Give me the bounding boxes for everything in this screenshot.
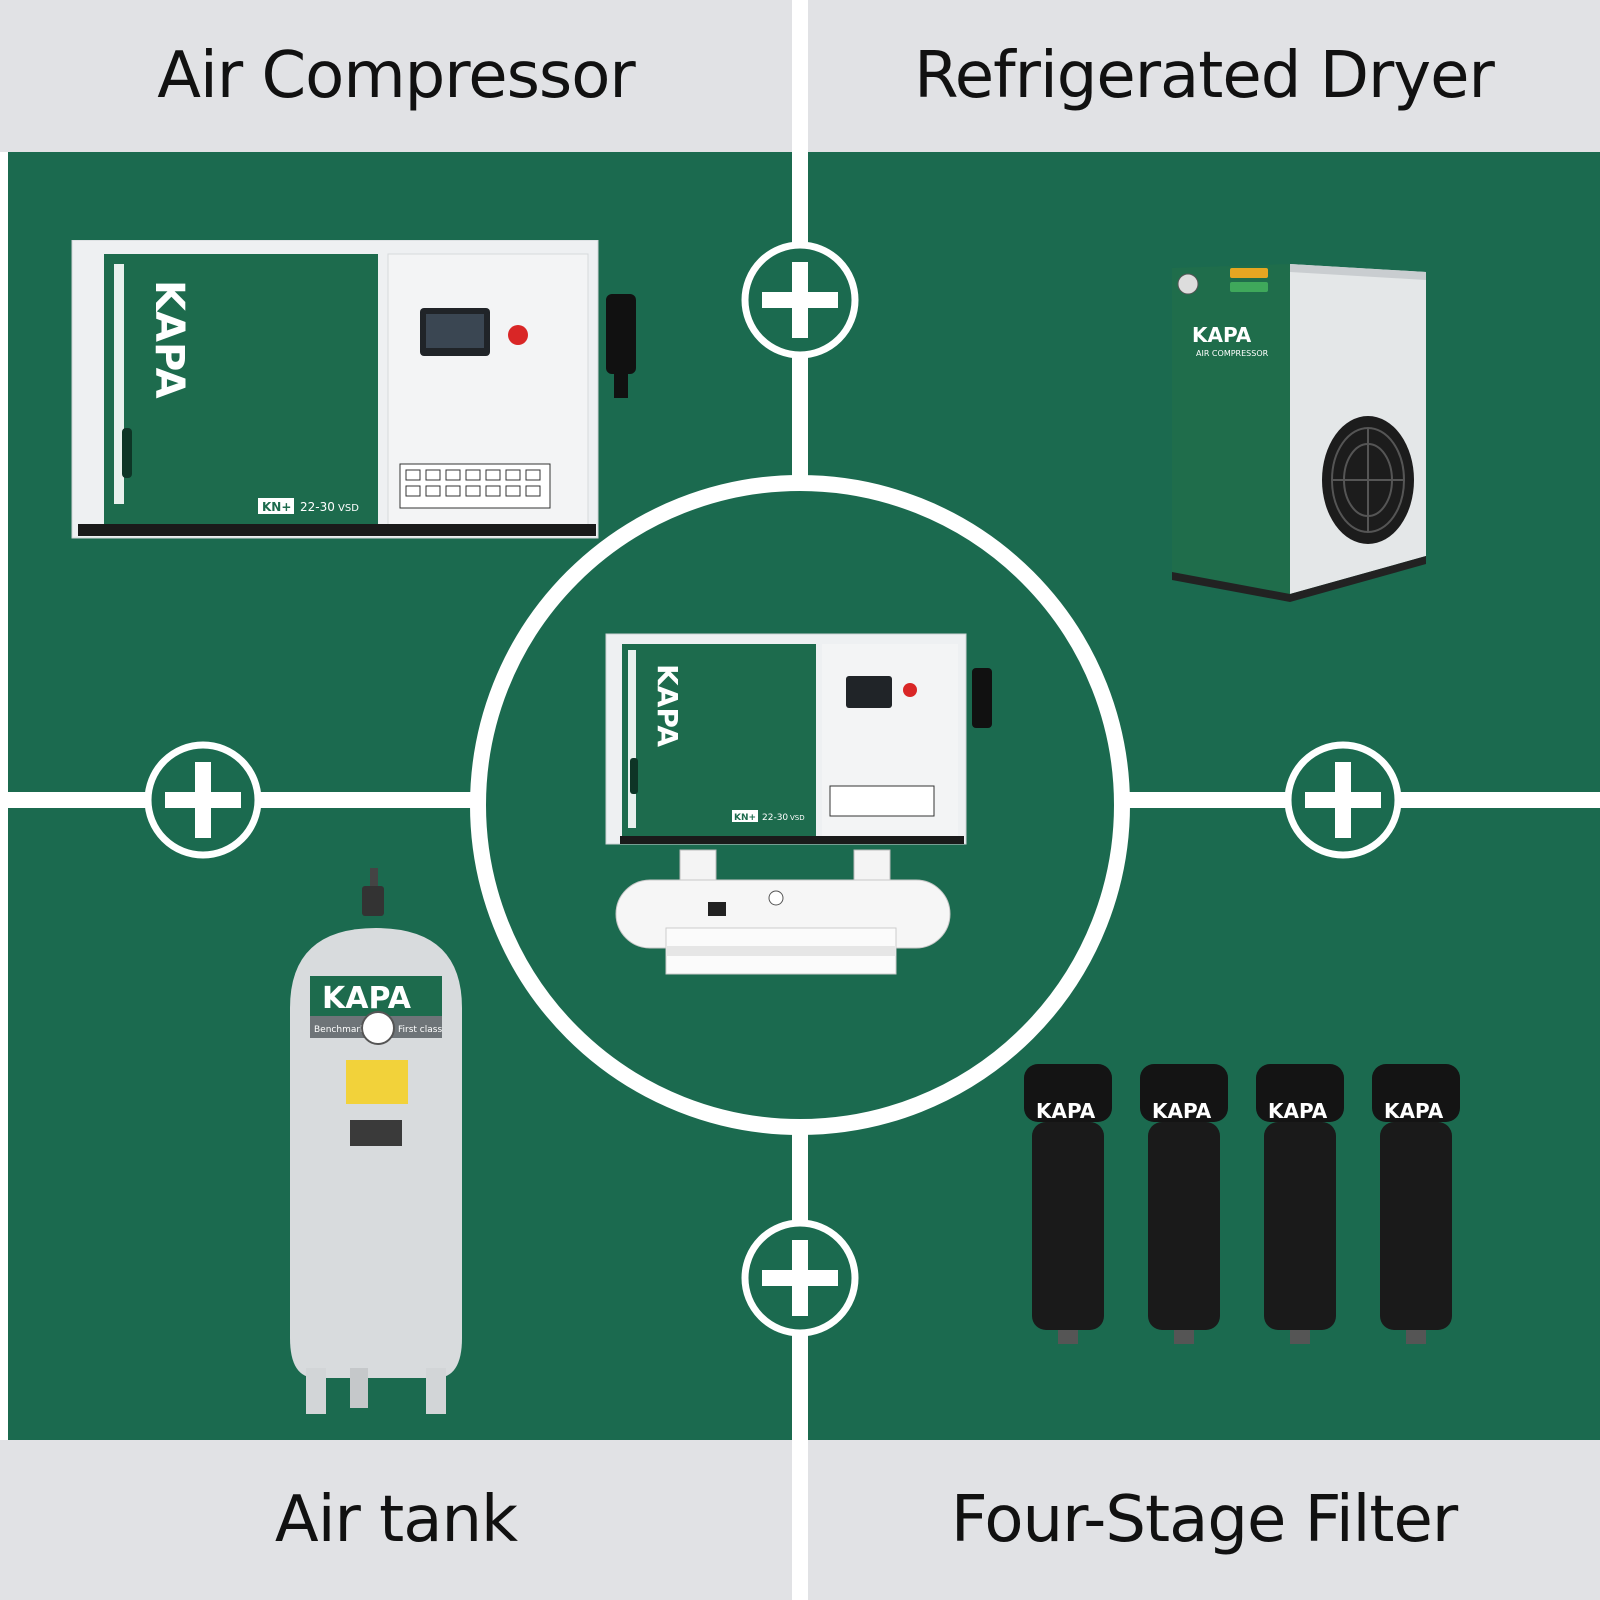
- svg-text:KAPA: KAPA: [651, 664, 684, 747]
- svg-text:AIR COMPRESSOR: AIR COMPRESSOR: [1196, 349, 1269, 358]
- svg-text:VSD: VSD: [338, 503, 359, 514]
- svg-text:22-30: 22-30: [300, 500, 335, 514]
- dryer-logo: KAPA: [1192, 323, 1252, 347]
- air-compressor-image: KAPA KN+ 22-30 VSD: [71, 240, 636, 539]
- svg-text:22-30: 22-30: [762, 813, 788, 823]
- svg-text:Benchmarking: Benchmarking: [314, 1025, 379, 1035]
- svg-text:KN+: KN+: [734, 813, 756, 823]
- filter-unit: KAPA: [1024, 1064, 1112, 1344]
- filter-unit: KAPA: [1140, 1064, 1228, 1344]
- combined-compressor-tank-image: KAPA KN+ 22-30 VSD: [605, 633, 992, 975]
- svg-text:VSD: VSD: [790, 814, 805, 822]
- title-four-stage-filter: Four-Stage Filter: [808, 1440, 1600, 1600]
- svg-text:KAPA: KAPA: [1384, 1099, 1444, 1123]
- logo: KAPA: [146, 280, 192, 399]
- title-air-compressor: Air Compressor: [0, 0, 792, 152]
- four-stage-filter-image: KAPA KAPA KAPA KAPA: [1024, 1064, 1460, 1344]
- air-tank-image: KAPA Benchmarking First class: [290, 868, 462, 1414]
- svg-text:KAPA: KAPA: [1152, 1099, 1212, 1123]
- svg-text:KAPA: KAPA: [1268, 1099, 1328, 1123]
- title-air-tank: Air tank: [0, 1440, 792, 1600]
- svg-text:KN+: KN+: [262, 500, 291, 514]
- title-refrigerated-dryer: Refrigerated Dryer: [808, 0, 1600, 152]
- refrigerated-dryer-image: KAPA AIR COMPRESSOR: [1172, 264, 1426, 602]
- filter-unit: KAPA: [1256, 1064, 1344, 1344]
- svg-text:KAPA: KAPA: [1036, 1099, 1096, 1123]
- tank-logo: KAPA: [322, 981, 412, 1016]
- filter-unit: KAPA: [1372, 1064, 1460, 1344]
- svg-text:First class: First class: [398, 1025, 442, 1035]
